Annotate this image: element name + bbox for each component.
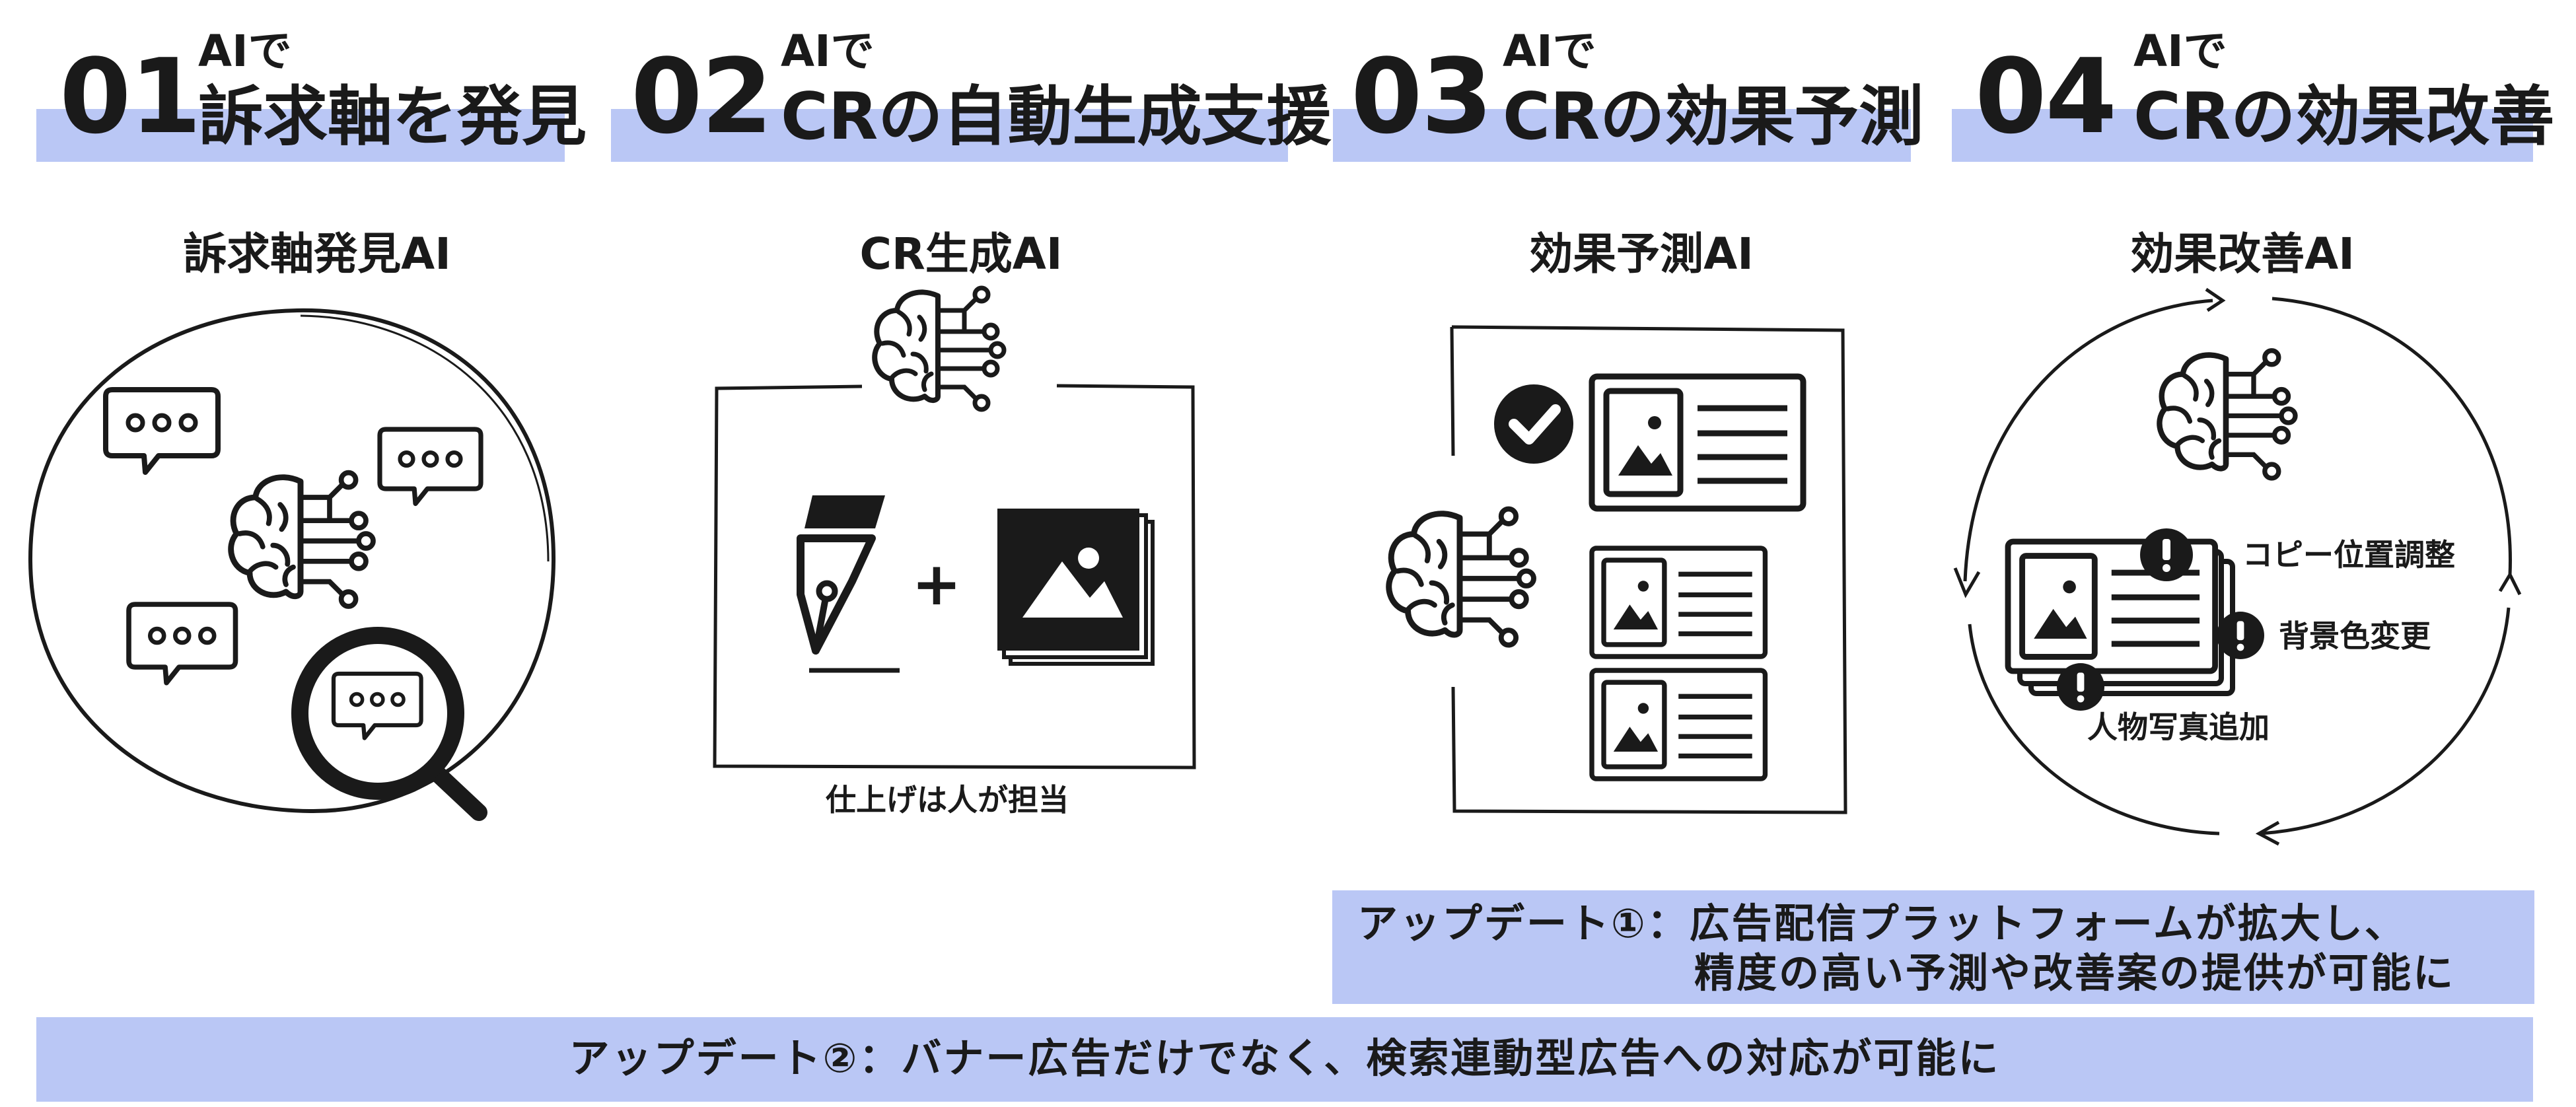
update-1-box xyxy=(1332,890,2534,1004)
update-1-line2: 精度の高い予測や改善案の提供が可能に xyxy=(1694,950,2456,997)
image-icon xyxy=(997,509,1155,666)
label-add-person: 人物写真追加 xyxy=(2087,709,2270,745)
step-heading-1: 訴求軸を発見 xyxy=(198,79,587,155)
ai-title-4: 効果改善AI xyxy=(2130,229,2355,279)
update-2-text: アップデート②：バナー広告だけでなく、検索連動型広告への対応が可能に xyxy=(569,1035,2001,1082)
step-sub-1: AIで xyxy=(198,26,292,77)
step-sub-2: AIで xyxy=(781,26,875,77)
header-band-1 xyxy=(36,109,565,162)
label-bg-color: 背景色変更 xyxy=(2279,618,2431,654)
cr-human-finish-note: 仕上げは人が担当 xyxy=(826,782,1069,818)
step-number-4: 04 xyxy=(1975,36,2117,157)
ai-title-2: CR生成AI xyxy=(859,229,1063,279)
header-band-2 xyxy=(611,109,1288,162)
brain-circuit-icon xyxy=(2159,351,2295,478)
ai-title-1: 訴求軸発見AI xyxy=(183,229,451,279)
magnifier-icon xyxy=(291,627,487,821)
ai-title-3: 効果予測AI xyxy=(1529,229,1754,279)
update-1-line1: アップデート①：広告配信プラットフォームが拡大し、 xyxy=(1357,900,2407,947)
plus-sign: + xyxy=(912,550,961,619)
step-number-1: 01 xyxy=(59,36,201,157)
alert-icon xyxy=(2217,612,2264,659)
step-heading-3: CRの効果予測 xyxy=(1503,79,1924,155)
step-heading-4: CRの効果改善 xyxy=(2133,79,2555,155)
update-2-box xyxy=(36,1017,2533,1102)
step-heading-2: CRの自動生成支援 xyxy=(781,79,1332,155)
alert-icon xyxy=(2140,528,2193,581)
step-number-2: 02 xyxy=(631,36,773,157)
header-band-3 xyxy=(1333,109,1911,162)
step-sub-4: AIで xyxy=(2133,26,2227,77)
check-icon xyxy=(1494,384,1573,464)
step-number-3: 03 xyxy=(1351,36,1493,157)
step-sub-3: AIで xyxy=(1503,26,1596,77)
alert-icon xyxy=(2057,663,2104,711)
label-copy-position: コピー位置調整 xyxy=(2242,537,2455,573)
header-band-4 xyxy=(1952,109,2533,162)
pen-nib-icon xyxy=(797,495,900,673)
